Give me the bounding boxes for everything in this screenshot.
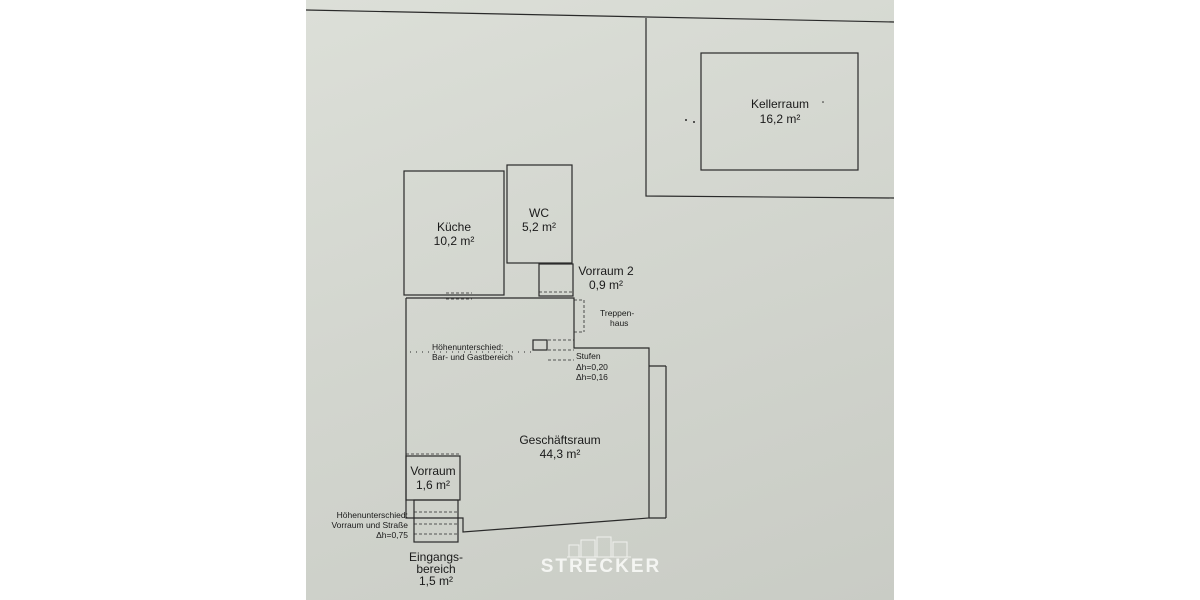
column — [532, 339, 548, 351]
geschaeftsraum-area: 44,3 m² — [540, 447, 581, 461]
wc-name: WC — [529, 206, 549, 220]
stray-dot — [693, 121, 695, 123]
building-logo-icon — [567, 536, 631, 558]
stray-dot — [685, 119, 687, 121]
treppenhaus-label-2: haus — [610, 318, 628, 328]
vorraum-name: Vorraum — [410, 464, 455, 478]
kueche-room — [403, 170, 505, 296]
kellerraum-area: 16,2 m² — [760, 112, 801, 126]
brand-watermark: STRECKER — [540, 556, 662, 577]
entrance-steps — [413, 499, 459, 543]
dh1-label: Δh=0,20 — [576, 362, 608, 372]
dh2-label: Δh=0,16 — [576, 372, 608, 382]
vorraum2-room — [538, 263, 574, 297]
kellerraum-room — [700, 52, 859, 171]
cellar-outer-wall — [645, 18, 894, 199]
floor-plan: Kellerraum 16,2 m² Küche 10,2 m² WC 5,2 … — [306, 9, 894, 588]
eingangsbereich-name-1: Eingangs- — [409, 550, 463, 564]
hoehe-vorraum-label-1: Höhenunterschied: — [337, 510, 408, 520]
eingangsbereich-area: 1,5 m² — [419, 574, 453, 588]
treppenhaus-label-1: Treppen- — [600, 308, 634, 318]
eingangsbereich-name-2: bereich — [416, 562, 455, 576]
vorraum-area: 1,6 m² — [416, 478, 450, 492]
wc-area: 5,2 m² — [522, 220, 556, 234]
kellerraum-name: Kellerraum — [751, 97, 809, 111]
geschaeftsraum-room — [405, 297, 650, 533]
vorraum2-name: Vorraum 2 — [578, 264, 634, 278]
stufen-label: Stufen — [576, 351, 601, 361]
dh3-label: Δh=0,75 — [376, 530, 408, 540]
property-boundary-line — [306, 9, 894, 23]
hoehe-vorraum-label-2: Vorraum und Straße — [331, 520, 408, 530]
hoehe-bar-label-2: Bar- und Gastbereich — [432, 352, 513, 362]
vorraum2-area: 0,9 m² — [589, 278, 623, 292]
kueche-area: 10,2 m² — [434, 234, 475, 248]
kueche-name: Küche — [437, 220, 471, 234]
hoehe-bar-label-1: Höhenunterschied: — [432, 342, 503, 352]
wc-room — [506, 164, 573, 264]
stray-dot — [822, 101, 824, 103]
geschaeftsraum-name: Geschäftsraum — [519, 433, 600, 447]
floor-plan-photo: Kellerraum 16,2 m² Küche 10,2 m² WC 5,2 … — [306, 0, 894, 600]
